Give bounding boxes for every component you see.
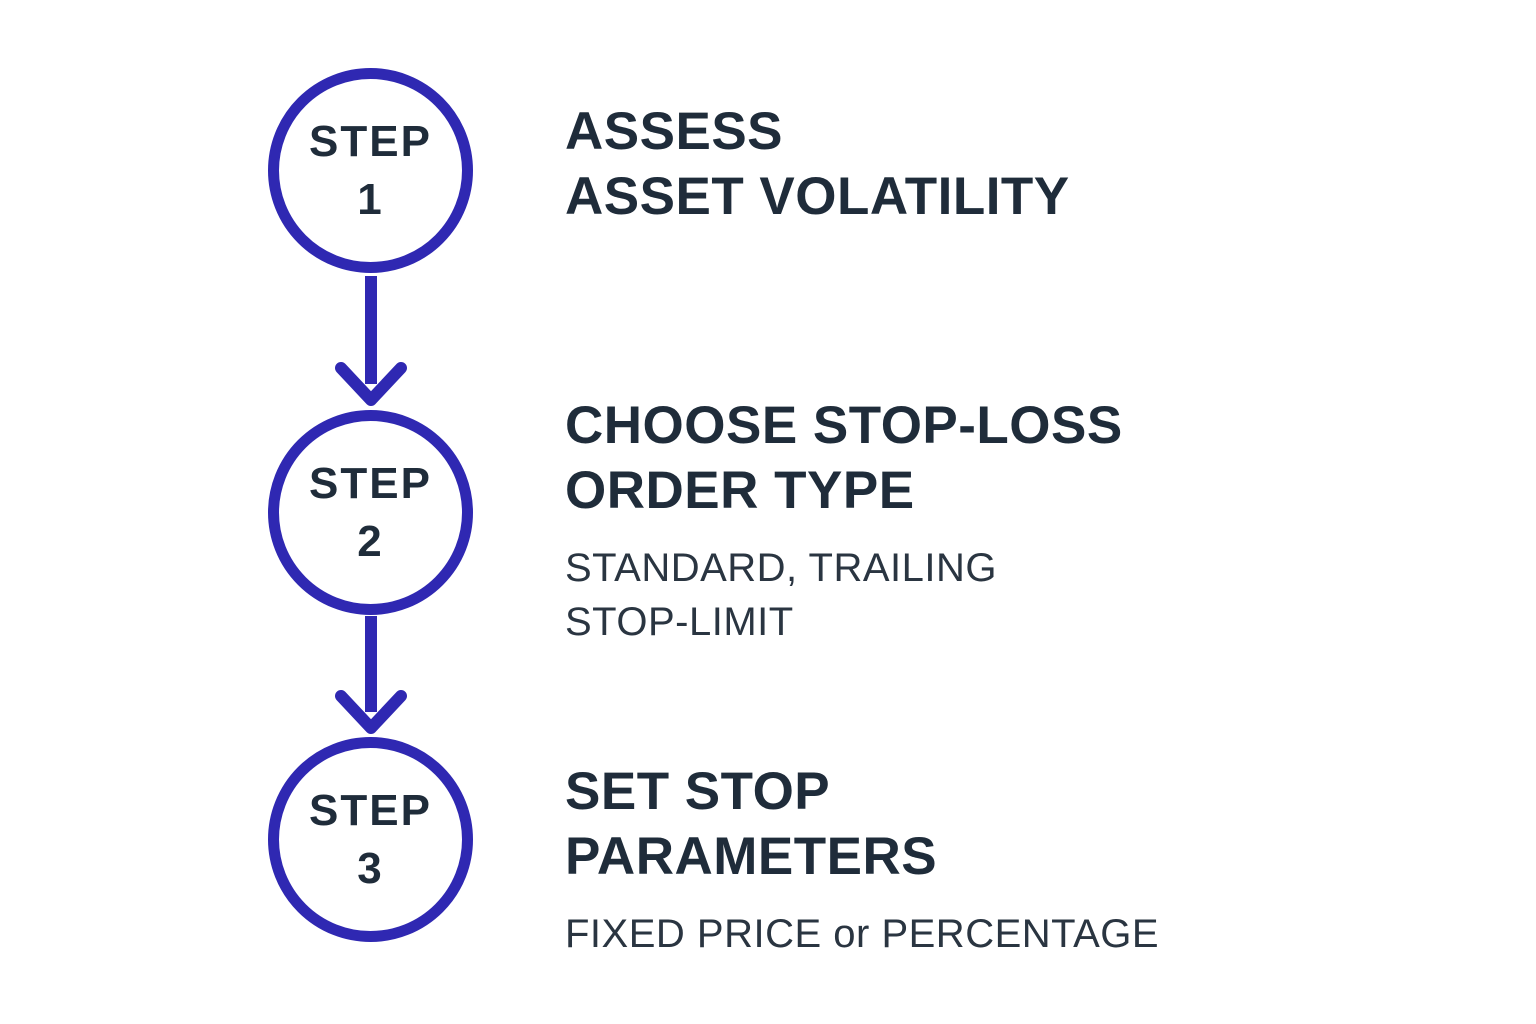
step-2-circle: STEP 2 [268,410,473,615]
step-3-circle: STEP 3 [268,737,473,942]
step-3-subtitle: FIXED PRICE or PERCENTAGE [565,907,1325,961]
step-3-title-line-1: SET STOP [565,762,831,821]
step-1-title-line-2: ASSET VOLATILITY [565,166,1070,226]
step-number: 3 [357,843,384,893]
step-2-subtitle-line-1: STANDARD, TRAILING [565,546,998,591]
arrow-down-icon [335,616,407,734]
step-2-subtitle: STANDARD, TRAILING STOP-LIMIT [565,541,1325,649]
step-1-circle: STEP 1 [268,68,473,273]
step-1-title-line-1: ASSESS [565,102,784,161]
step-3-subtitle-line-1: FIXED PRICE or PERCENTAGE [565,912,1160,957]
step-label: STEP [309,117,432,167]
arrow-down-icon [335,276,407,406]
step-1-text-block: ASSESS ASSET VOLATILITY [565,100,1325,229]
step-2-title: CHOOSE STOP-LOSS ORDER TYPE [565,394,1325,523]
step-number: 2 [357,516,384,566]
step-3-text-block: SET STOP PARAMETERS FIXED PRICE or PERCE… [565,760,1325,961]
step-3-title-line-2: PARAMETERS [565,826,938,886]
step-2-circle-label: STEP 2 [309,455,432,569]
step-3-title: SET STOP PARAMETERS [565,760,1325,889]
step-label: STEP [309,786,432,836]
step-label: STEP [309,459,432,509]
step-2-text-block: CHOOSE STOP-LOSS ORDER TYPE STANDARD, TR… [565,394,1325,649]
step-1-title: ASSESS ASSET VOLATILITY [565,100,1325,229]
step-3-circle-label: STEP 3 [309,782,432,896]
step-2-title-line-2: ORDER TYPE [565,460,915,520]
step-number: 1 [357,174,384,224]
step-2-subtitle-line-2: STOP-LIMIT [565,600,794,645]
step-2-title-line-1: CHOOSE STOP-LOSS [565,396,1123,455]
step-1-circle-label: STEP 1 [309,113,432,227]
